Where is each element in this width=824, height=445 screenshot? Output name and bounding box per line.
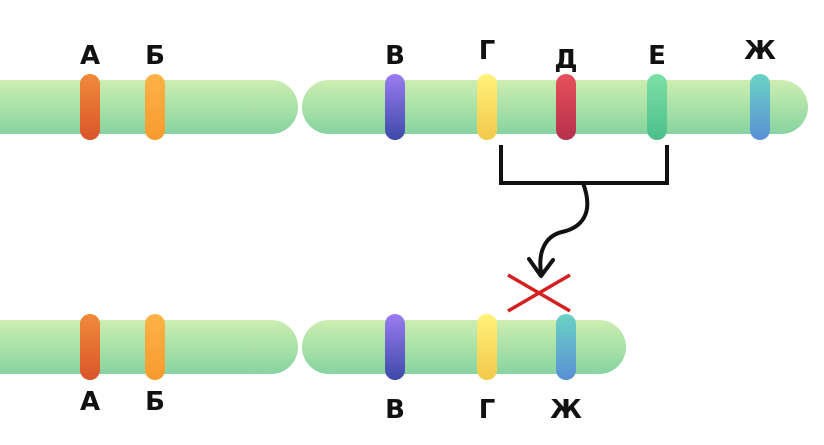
gene-band-after-1 bbox=[80, 314, 100, 380]
gene-label-before-1: А bbox=[80, 41, 100, 71]
gene-label-before-6: Е bbox=[648, 41, 666, 71]
gene-label-after-2: Б bbox=[145, 387, 165, 417]
gene-band-before-2 bbox=[145, 74, 165, 140]
gene-labels-before: А Б В Г Д Е Ж bbox=[80, 36, 776, 75]
chromosome-after-right-arm bbox=[302, 320, 626, 374]
gene-label-after-4: Г bbox=[479, 395, 496, 425]
gene-bands-after bbox=[80, 314, 576, 380]
chromosome-before: А Б В Г Д Е Ж bbox=[0, 36, 808, 140]
chromosome-before-right-arm bbox=[302, 80, 808, 134]
gene-label-before-4: Г bbox=[479, 36, 496, 66]
gene-band-before-6 bbox=[647, 74, 667, 140]
gene-label-before-2: Б bbox=[145, 41, 165, 71]
gene-band-after-3 bbox=[385, 314, 405, 380]
gene-band-after-2 bbox=[145, 314, 165, 380]
arrowhead-icon bbox=[527, 257, 555, 278]
gene-label-before-5: Д bbox=[554, 45, 577, 75]
curved-arrow bbox=[538, 181, 590, 274]
gene-band-after-4 bbox=[477, 314, 497, 380]
deletion-bracket bbox=[499, 145, 669, 278]
gene-band-before-1 bbox=[80, 74, 100, 140]
gene-bands-before bbox=[80, 74, 770, 140]
gene-label-before-7: Ж bbox=[744, 36, 776, 66]
gene-label-after-5: Ж bbox=[550, 395, 582, 425]
gene-label-after-3: В bbox=[385, 395, 405, 425]
deletion-cross-icon bbox=[507, 273, 571, 313]
gene-label-before-3: В bbox=[385, 41, 405, 71]
gene-band-before-5 bbox=[556, 74, 576, 140]
gene-label-after-1: А bbox=[80, 387, 100, 417]
gene-band-before-7 bbox=[750, 74, 770, 140]
bracket-line bbox=[499, 145, 669, 185]
gene-band-before-4 bbox=[477, 74, 497, 140]
gene-band-after-5 bbox=[556, 314, 576, 380]
gene-band-before-3 bbox=[385, 74, 405, 140]
